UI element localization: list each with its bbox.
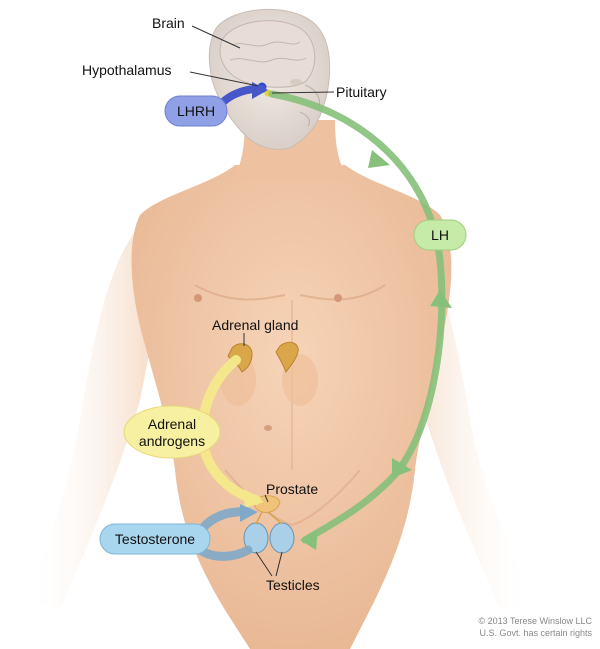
pituitary-label: Pituitary <box>336 84 387 100</box>
adrenal-androgens-arrowhead <box>244 490 264 508</box>
lhrh-label: LHRH <box>177 103 215 119</box>
lh-arrowhead-3 <box>392 458 412 478</box>
adrenal-gland-label: Adrenal gland <box>212 317 298 333</box>
brain-label: Brain <box>152 15 185 31</box>
prostate-leader <box>264 494 269 503</box>
brain-leader <box>191 25 241 49</box>
right-kidney <box>282 354 318 406</box>
prostate-label: Prostate <box>266 481 318 497</box>
lh-arrowhead-2 <box>430 290 452 308</box>
lh-arrow <box>268 90 446 544</box>
lh-arrowhead-4 <box>300 530 318 550</box>
hypothalamus-leader <box>189 71 259 87</box>
adrenal-androgens-label-1: Adrenal <box>148 416 196 432</box>
left-arm <box>25 215 170 610</box>
credit-line-1: © 2013 Terese Winslow LLC <box>478 616 592 626</box>
testosterone-label: Testosterone <box>115 531 195 547</box>
adrenal-androgens-label-2: androgens <box>139 433 205 449</box>
right-testicle <box>269 522 295 554</box>
testosterone-arrowhead <box>240 504 258 522</box>
lh-pill <box>413 219 467 251</box>
testicles-label: Testicles <box>266 577 320 593</box>
credit-line-2: U.S. Govt. has certain rights <box>479 628 592 638</box>
right-adrenal-gland <box>275 341 299 374</box>
hypothalamus-label: Hypothalamus <box>82 62 172 78</box>
pituitary-leader <box>271 91 335 94</box>
lh-arrowhead-1 <box>368 150 390 168</box>
brain <box>219 20 316 88</box>
lh-label: LH <box>431 227 449 243</box>
lhrh-pill <box>164 95 228 127</box>
adrenal-androgens-arrow <box>197 355 261 505</box>
testicles-leader-right <box>275 551 283 577</box>
testosterone-pill <box>99 523 211 555</box>
adrenal-androgens-pill <box>123 405 221 459</box>
testicles-leader-left <box>255 551 273 577</box>
lhrh-arrowhead <box>252 82 268 99</box>
